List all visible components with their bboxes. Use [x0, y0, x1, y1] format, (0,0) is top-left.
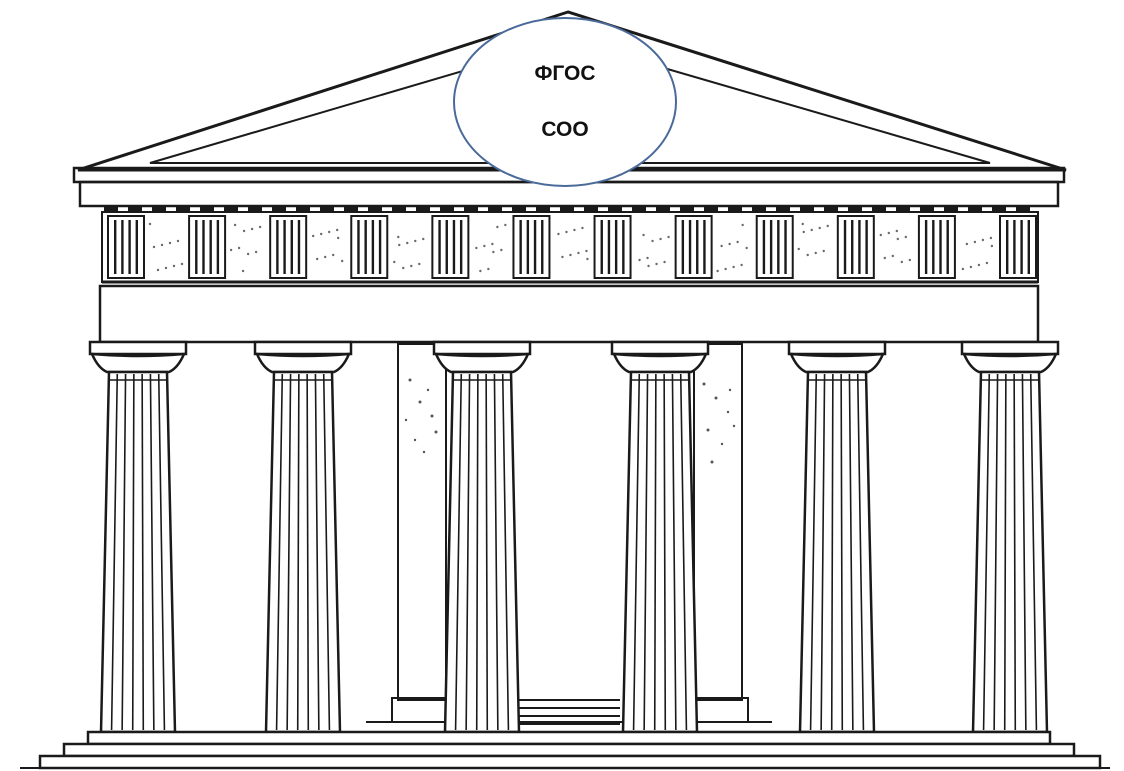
column-echinus: [962, 352, 1058, 374]
column-abacus: [960, 340, 1060, 356]
column-flute: [830, 373, 834, 731]
column-abacus: [787, 340, 887, 356]
crepidoma: [20, 730, 1110, 770]
standard-oval: ФГОС СОО: [453, 17, 677, 187]
column-flute: [314, 373, 320, 731]
column-flute: [501, 373, 510, 731]
column: [610, 340, 710, 734]
metope: [311, 228, 344, 263]
metope: [797, 222, 829, 257]
column: [960, 340, 1060, 734]
column-flute: [485, 373, 489, 731]
column-flute: [1021, 373, 1027, 731]
column-flute: [809, 373, 818, 731]
column-flute: [643, 373, 649, 731]
column-flute: [141, 373, 145, 731]
cella-base-left: [391, 697, 449, 723]
column-flute: [322, 373, 331, 731]
column-flute: [820, 373, 826, 731]
triglyph: [999, 215, 1037, 279]
oval-label-line1: ФГОС: [534, 62, 595, 85]
triglyph: [350, 215, 389, 279]
triglyph: [593, 215, 632, 279]
column-flute: [110, 373, 119, 731]
column-flute: [632, 373, 641, 731]
triglyph: [107, 215, 145, 279]
step: [86, 730, 1052, 746]
column-flute: [840, 373, 844, 731]
triglyph: [674, 215, 713, 279]
column-flute: [993, 373, 999, 731]
metope: [475, 223, 507, 273]
triglyph: [269, 215, 308, 279]
column-flute: [982, 373, 991, 731]
column: [787, 340, 887, 734]
metope: [148, 222, 184, 272]
column: [432, 340, 532, 734]
column-flute: [121, 373, 127, 731]
column-flute: [306, 373, 310, 731]
column-flute: [131, 373, 135, 731]
cella-texture-right: [702, 382, 736, 464]
column-flute: [856, 373, 865, 731]
metope: [879, 229, 912, 264]
column-flute: [1013, 373, 1017, 731]
oval-shape: [453, 17, 677, 187]
metope: [557, 226, 589, 261]
metope: [961, 236, 994, 271]
triglyph: [188, 215, 227, 279]
column-flute: [157, 373, 166, 731]
column-flute: [475, 373, 479, 731]
column-abacus: [432, 340, 532, 356]
column-abacus: [253, 340, 353, 356]
column: [253, 340, 353, 734]
triglyph: [512, 215, 551, 279]
column-echinus: [255, 352, 351, 374]
architrave: [98, 284, 1040, 344]
metope: [229, 223, 262, 273]
column-flute: [286, 373, 292, 731]
column-abacus: [88, 340, 188, 356]
column-echinus: [90, 352, 186, 374]
step: [62, 742, 1076, 758]
frieze: [101, 211, 1039, 284]
metope: [638, 233, 670, 268]
column-flute: [493, 373, 499, 731]
column-flute: [275, 373, 284, 731]
column: [88, 340, 188, 734]
triglyph: [917, 215, 956, 279]
cella-pilaster-right: [693, 343, 743, 701]
column-flute: [679, 373, 688, 731]
column-flute: [671, 373, 677, 731]
oval-label-line2: СОО: [541, 118, 588, 141]
column-echinus: [434, 352, 530, 374]
column-flute: [663, 373, 667, 731]
column-flute: [848, 373, 854, 731]
step: [38, 754, 1102, 770]
entrance-steps: [366, 699, 772, 725]
column-abacus: [610, 340, 710, 356]
column-echinus: [789, 352, 885, 374]
cella-texture-left: [404, 378, 438, 454]
triglyph: [836, 215, 875, 279]
triglyph: [755, 215, 794, 279]
metope: [393, 235, 425, 270]
metope: [716, 223, 748, 273]
column-flute: [296, 373, 300, 731]
column-flute: [653, 373, 657, 731]
column-flute: [454, 373, 463, 731]
column-flute: [1003, 373, 1007, 731]
triglyph: [431, 215, 470, 279]
column-flute: [465, 373, 471, 731]
column-flute: [1029, 373, 1038, 731]
colonnade: [88, 340, 1060, 734]
column-echinus: [612, 352, 708, 374]
column-flute: [149, 373, 155, 731]
cella-pilaster-left: [397, 343, 447, 701]
cella-base-right: [691, 697, 749, 723]
cella: [366, 343, 772, 725]
